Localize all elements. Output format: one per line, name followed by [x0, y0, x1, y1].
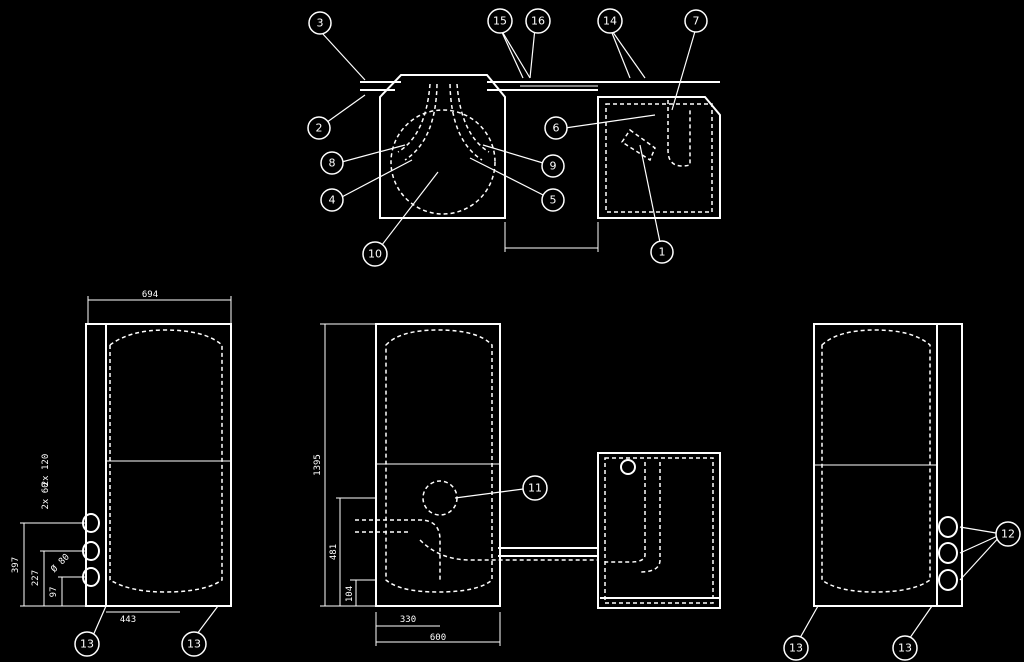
callout-16: 16	[525, 8, 551, 34]
plan-pipe-right	[449, 83, 483, 161]
left-side-view	[20, 296, 232, 613]
side-view-left-casing	[85, 323, 232, 607]
svg-text:16: 16	[531, 15, 545, 28]
svg-text:13: 13	[187, 638, 201, 651]
svg-text:12: 12	[1001, 528, 1015, 541]
plan-tank-circle	[390, 109, 496, 215]
callout-2: 2	[307, 116, 331, 140]
dim-2x120: 2x 120	[41, 454, 51, 487]
dimension-labels: 694 1395 2x 60 2x 120 Ø 80 397 227 97 44…	[11, 290, 446, 643]
svg-text:3: 3	[317, 17, 324, 30]
svg-text:1: 1	[659, 246, 666, 259]
callout-9: 9	[541, 154, 565, 178]
dim-481: 481	[329, 544, 339, 560]
dim-694: 694	[142, 290, 158, 300]
dim-104: 104	[345, 586, 355, 602]
callout-13-left-a: 13	[74, 631, 100, 657]
dim-330: 330	[400, 615, 416, 625]
callout-8: 8	[320, 151, 344, 175]
dim-397: 397	[11, 557, 21, 573]
svg-text:10: 10	[368, 248, 382, 261]
svg-text:4: 4	[329, 194, 336, 207]
left-tank-outline	[109, 329, 223, 593]
callout-12: 12	[995, 521, 1021, 547]
dim-1395: 1395	[313, 454, 323, 476]
svg-text:13: 13	[80, 638, 94, 651]
callout-1: 1	[650, 240, 674, 264]
callout-7: 7	[684, 9, 708, 33]
dim-227: 227	[31, 570, 41, 586]
dim-phi80: Ø 80	[49, 552, 72, 575]
top-plan-view	[360, 74, 721, 252]
dim-97: 97	[49, 587, 59, 598]
front-casing	[375, 323, 501, 607]
front-view	[320, 323, 721, 646]
svg-text:13: 13	[789, 642, 803, 655]
svg-text:5: 5	[550, 194, 557, 207]
svg-text:7: 7	[693, 15, 700, 28]
svg-text:2: 2	[316, 122, 323, 135]
callout-13-right-a: 13	[783, 635, 809, 661]
svg-text:14: 14	[603, 15, 617, 28]
right-side-view	[813, 323, 963, 607]
dim-2x60: 2x 60	[41, 482, 51, 509]
front-flange	[422, 480, 458, 516]
leader-lines	[91, 27, 1003, 646]
dim-600: 600	[430, 633, 446, 643]
svg-text:11: 11	[528, 482, 542, 495]
callout-13-right-b: 13	[892, 635, 918, 661]
callout-13-left-b: 13	[181, 631, 207, 657]
plan-tank-left	[379, 74, 506, 219]
plan-unit-pipe	[667, 100, 691, 167]
svg-text:8: 8	[329, 157, 336, 170]
right-tank-outline	[821, 329, 931, 593]
callout-15: 15	[487, 8, 513, 34]
callout-3: 3	[308, 11, 332, 35]
svg-text:6: 6	[553, 122, 560, 135]
front-small-unit	[597, 452, 721, 609]
callout-4: 4	[320, 188, 344, 212]
plan-unit-right	[597, 96, 721, 219]
callout-14: 14	[597, 8, 623, 34]
callout-10: 10	[362, 241, 388, 267]
callout-6: 6	[544, 116, 568, 140]
plan-pipe-left	[404, 83, 438, 161]
svg-text:9: 9	[550, 160, 557, 173]
svg-text:15: 15	[493, 15, 507, 28]
callout-5: 5	[541, 188, 565, 212]
front-tank-outline	[385, 329, 493, 593]
dim-443: 443	[120, 615, 136, 625]
svg-text:13: 13	[898, 642, 912, 655]
callout-11: 11	[522, 475, 548, 501]
